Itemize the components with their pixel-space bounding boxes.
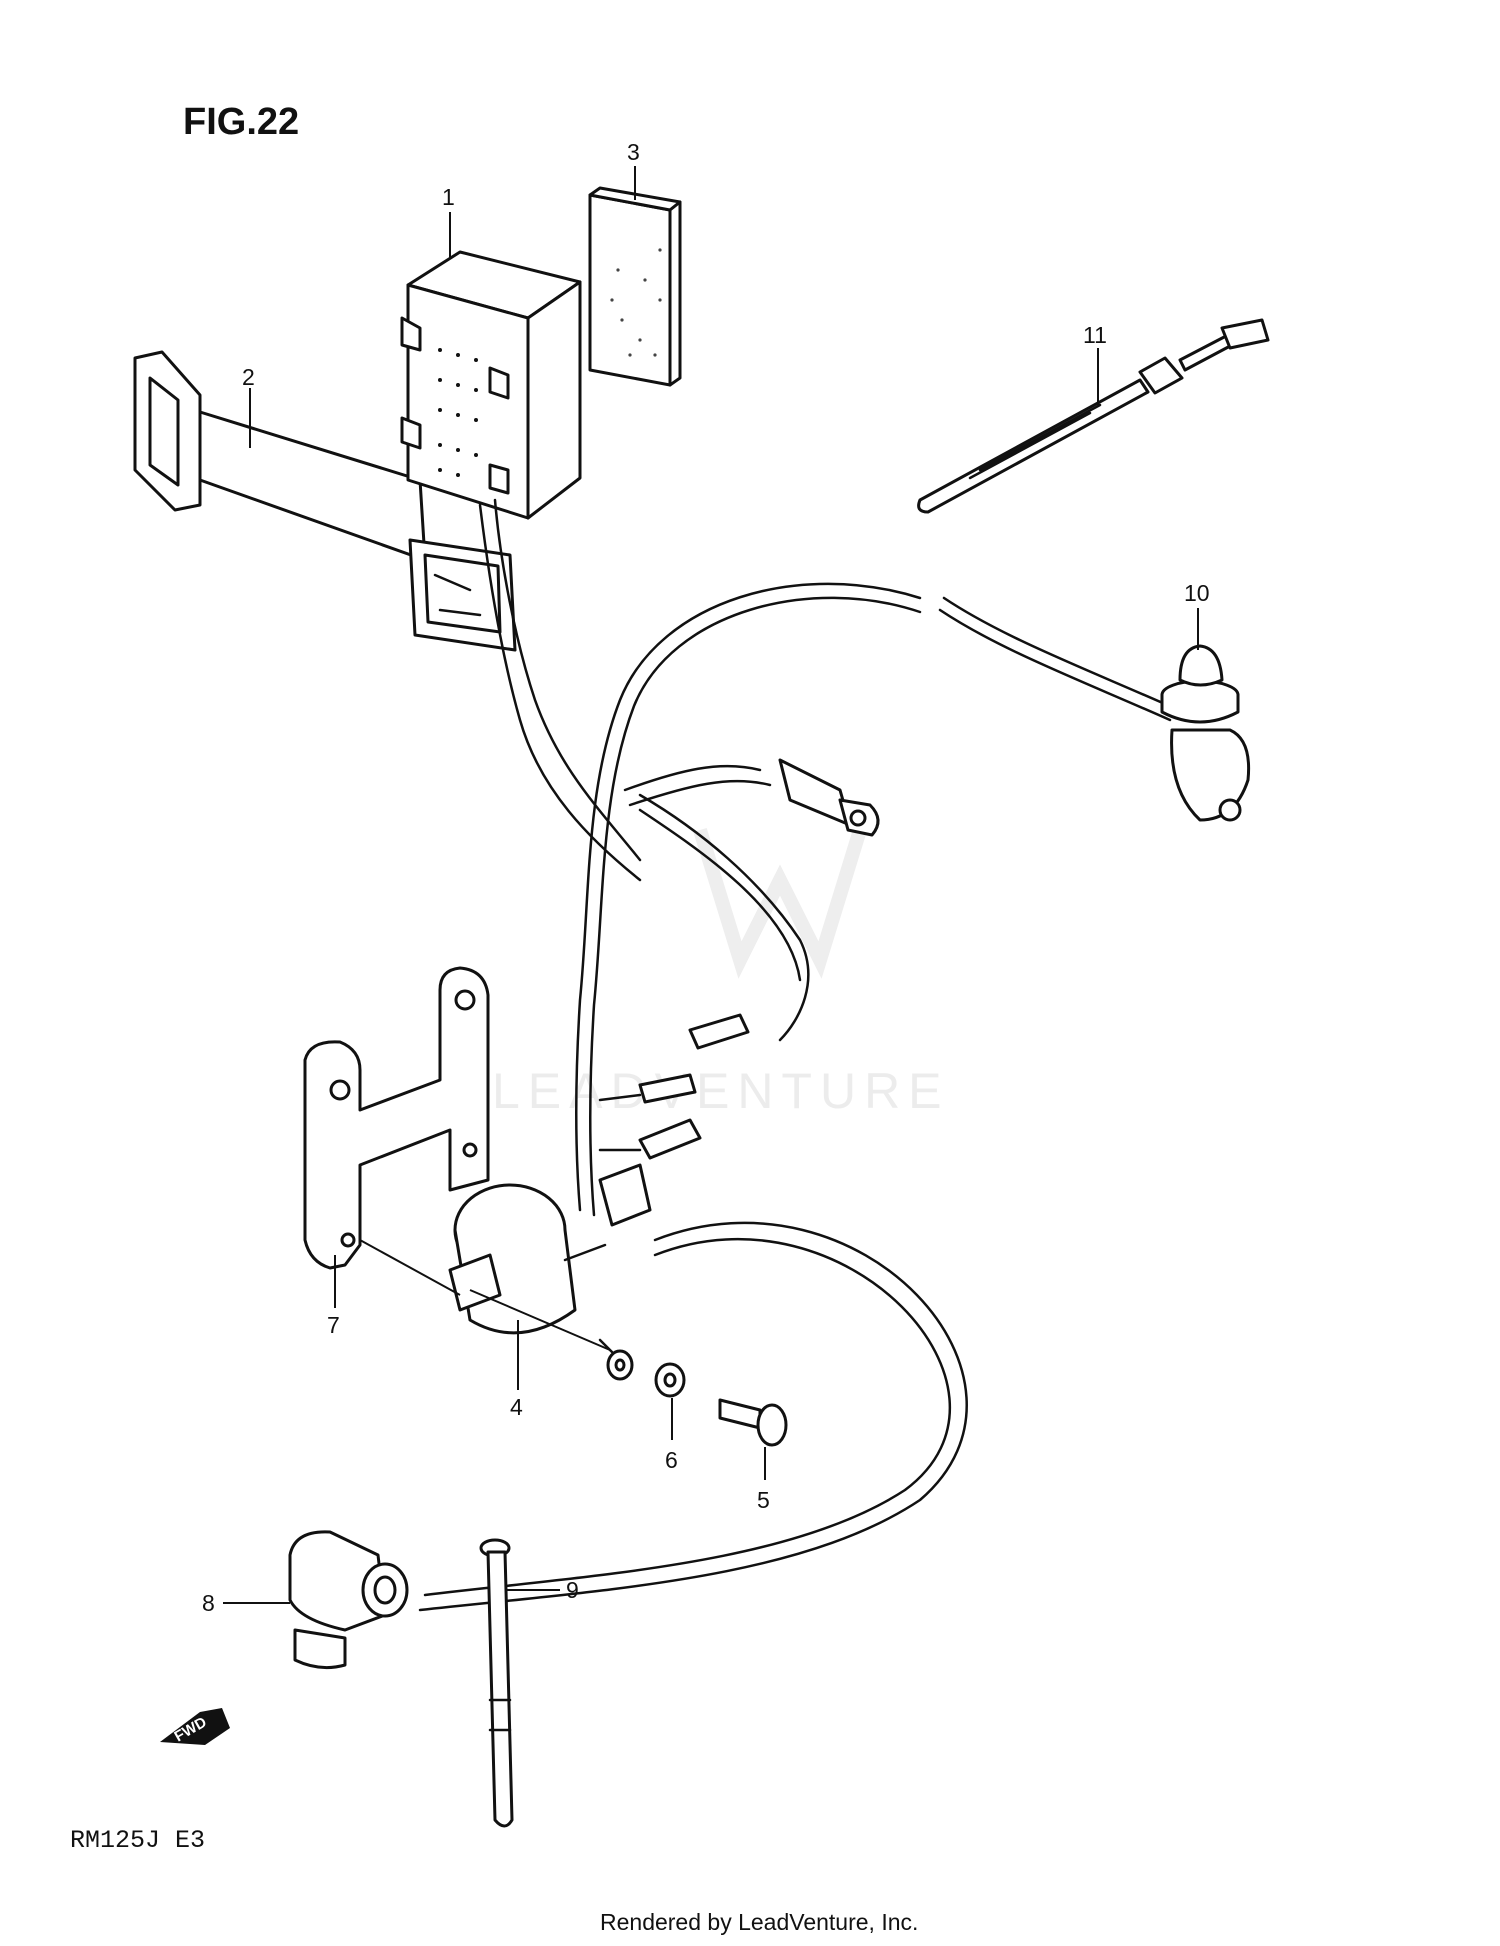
callout-3: 3: [627, 139, 640, 165]
callout-7: 7: [327, 1312, 340, 1338]
part-9-clamp[interactable]: [479, 1538, 514, 1828]
part-3-cushion[interactable]: [588, 186, 682, 387]
ground-terminal: [598, 1338, 634, 1381]
figure-title: FIG.22: [183, 101, 299, 143]
part-5-bolt[interactable]: [718, 1398, 788, 1447]
callout-numbers: 1 2 3 4 5 6 7 8 9 10 11: [202, 139, 1210, 1616]
part-8-plug-cap[interactable]: [288, 1530, 409, 1670]
callout-2: 2: [242, 364, 255, 390]
callout-10: 10: [1184, 580, 1210, 606]
footer-rendered-by: Rendered by LeadVenture, Inc.: [600, 1909, 918, 1935]
watermark: LEADVENTURE: [492, 827, 950, 1119]
part-1-cdi-unit[interactable]: [400, 250, 642, 882]
part-4-ignition-coil[interactable]: [448, 1163, 652, 1335]
high-tension-lead: [418, 1221, 968, 1612]
part-7-bracket[interactable]: [303, 966, 490, 1270]
callout-1: 1: [442, 184, 455, 210]
callout-9: 9: [566, 1577, 579, 1603]
callout-leaders: [223, 166, 1199, 1604]
callout-4: 4: [510, 1394, 523, 1420]
wiring-harness[interactable]: [575, 582, 922, 1217]
model-code: RM125J E3: [70, 1826, 205, 1855]
callout-8: 8: [202, 1590, 215, 1616]
part-2-strap[interactable]: [133, 350, 517, 652]
part-10-kill-switch[interactable]: [938, 596, 1251, 822]
callout-11: 11: [1083, 322, 1107, 348]
part-11-cable-tie[interactable]: [917, 318, 1270, 514]
fwd-direction-badge: FWD: [160, 1708, 230, 1745]
callout-5: 5: [757, 1487, 770, 1513]
callout-6: 6: [665, 1447, 678, 1473]
watermark-text: LEADVENTURE: [492, 1063, 950, 1119]
part-6-washer[interactable]: [654, 1362, 686, 1398]
